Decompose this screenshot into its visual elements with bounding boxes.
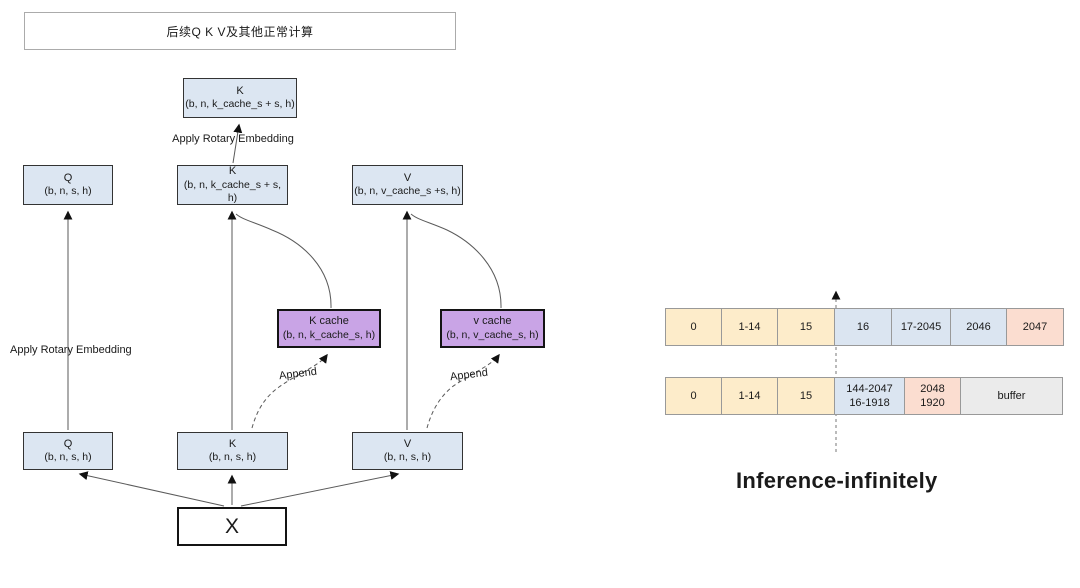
- cache-cell: 1-14: [721, 308, 778, 346]
- cache-cell: buffer: [960, 377, 1063, 415]
- k-top-node: K (b, n, k_cache_s + s, h): [183, 78, 297, 118]
- rotary-embedding-label-left: Apply Rotary Embedding: [10, 344, 132, 356]
- curve-vcache-to-vmid: [410, 213, 502, 309]
- node-title: K cache: [309, 315, 349, 328]
- cache-cell: 16: [834, 308, 892, 346]
- k-cache-node: K cache (b, n, k_cache_s, h): [277, 309, 381, 348]
- node-title: V: [403, 437, 412, 450]
- cache-row-before: 0 1-14 15 16 17-2045 2046 2047: [665, 308, 1064, 346]
- node-title: Q: [63, 437, 73, 450]
- node-title: Q: [63, 171, 73, 184]
- cache-cell: 2048 1920: [904, 377, 961, 415]
- node-title: v cache: [473, 315, 512, 328]
- arrow-append-k: [251, 353, 328, 429]
- node-dims: (b, n, k_cache_s + s, h): [185, 98, 295, 111]
- v-mid-node: V (b, n, v_cache_s +s, h): [352, 165, 463, 205]
- cache-cell: 1-14: [721, 377, 778, 415]
- cache-cell: 0: [665, 308, 722, 346]
- node-title: X: [224, 514, 239, 538]
- arrow-x-to-v: [240, 471, 400, 507]
- q-mid-node: Q (b, n, s, h): [23, 165, 113, 205]
- node-dims: (b, n, v_cache_s, h): [446, 328, 539, 341]
- banner-text: 后续Q K V及其他正常计算: [166, 24, 314, 39]
- x-input-node: X: [177, 507, 287, 546]
- node-title: K: [236, 84, 244, 97]
- cache-cell: 17-2045: [891, 308, 951, 346]
- arrow-kmid-to-ktop: [232, 123, 243, 164]
- k-mid-node: K (b, n, k_cache_s + s, h): [177, 165, 288, 205]
- cache-cell: 15: [777, 308, 835, 346]
- v-bottom-node: V (b, n, s, h): [352, 432, 463, 470]
- cache-cell: 2046: [950, 308, 1007, 346]
- cache-cell: 2047: [1006, 308, 1064, 346]
- node-dims: (b, n, s, h): [44, 185, 92, 198]
- k-bottom-node: K (b, n, s, h): [177, 432, 288, 470]
- curve-kcache-to-kmid: [235, 213, 332, 309]
- node-dims: (b, n, s, h): [208, 451, 257, 464]
- arrow-x-to-q: [78, 471, 225, 507]
- cache-cell: 15: [777, 377, 835, 415]
- node-dims: (b, n, v_cache_s +s, h): [354, 185, 461, 198]
- cache-row-after: 0 1-14 15 144-2047 16-1918 2048 1920 buf…: [665, 377, 1063, 415]
- banner-subsequent-computation: 后续Q K V及其他正常计算: [24, 12, 456, 50]
- cache-cell: 144-2047 16-1918: [834, 377, 905, 415]
- rotary-embedding-label-top: Apply Rotary Embedding: [172, 133, 294, 145]
- node-dims: (b, n, k_cache_s, h): [282, 328, 376, 341]
- arrow-append-v: [426, 353, 500, 429]
- node-dims: (b, n, k_cache_s + s, h): [183, 178, 282, 204]
- q-bottom-node: Q (b, n, s, h): [23, 432, 113, 470]
- v-cache-node: v cache (b, n, v_cache_s, h): [440, 309, 545, 348]
- node-title: K: [228, 437, 237, 450]
- node-dims: (b, n, s, h): [44, 451, 92, 464]
- node-dims: (b, n, s, h): [383, 451, 432, 464]
- cache-cell: 0: [665, 377, 722, 415]
- inference-infinitely-caption: Inference-infinitely: [736, 468, 938, 493]
- node-title: V: [403, 171, 412, 184]
- node-title: K: [228, 165, 237, 177]
